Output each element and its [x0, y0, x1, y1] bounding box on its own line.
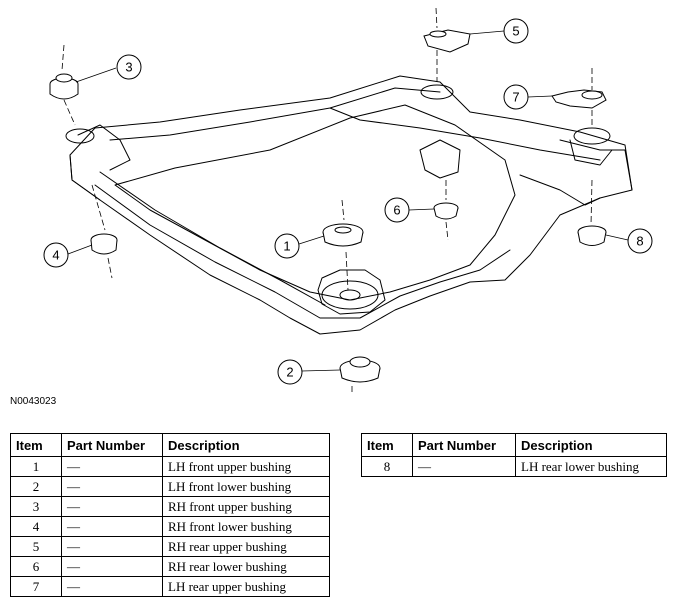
bushing-item-6 — [433, 202, 459, 220]
header-description: Description — [515, 433, 667, 457]
front-crossmember — [94, 184, 511, 319]
callout-label-2: 2 — [286, 365, 293, 380]
cell-part-number: — — [61, 456, 163, 477]
table-row: 5 — RH rear upper bushing — [10, 536, 330, 557]
cell-description: LH rear upper bushing — [162, 576, 330, 597]
table-header-row: Item Part Number Description — [10, 433, 330, 457]
table-row: 7 — LH rear upper bushing — [10, 576, 330, 597]
figure-id-label: N0043023 — [10, 396, 57, 407]
header-item: Item — [361, 433, 413, 457]
cell-part-number: — — [61, 476, 163, 497]
parts-table-right: Item Part Number Description 8 — LH rear… — [361, 433, 667, 477]
cell-part-number: — — [61, 576, 163, 597]
cell-description: LH front lower bushing — [162, 476, 330, 497]
cell-item: 7 — [10, 576, 62, 597]
cell-item: 4 — [10, 516, 62, 537]
subframe-diagram: 1 2 3 4 5 6 7 8 — [43, 7, 653, 395]
callout-label-4: 4 — [52, 248, 59, 263]
table-row: 8 — LH rear lower bushing — [361, 456, 667, 477]
parts-table-left: Item Part Number Description 1 — LH fron… — [10, 433, 330, 597]
callout-label-5: 5 — [512, 24, 519, 39]
subframe-outline — [69, 75, 633, 335]
callout-circle-1 — [274, 233, 300, 259]
cell-description: RH rear lower bushing — [162, 556, 330, 577]
table-row: 6 — RH rear lower bushing — [10, 556, 330, 577]
header-part-number: Part Number — [412, 433, 516, 457]
bushing-item-3 — [49, 73, 79, 100]
callout-label-7: 7 — [512, 90, 519, 105]
bushing-item-8 — [577, 225, 607, 246]
cell-item: 2 — [10, 476, 62, 497]
callout-label-3: 3 — [125, 60, 132, 75]
cell-part-number: — — [61, 536, 163, 557]
cell-item: 5 — [10, 536, 62, 557]
callout-circle-3 — [116, 54, 142, 80]
table-row: 1 — LH front upper bushing — [10, 456, 330, 477]
bushing-item-1 — [322, 223, 364, 247]
bushing-item-4 — [90, 233, 118, 255]
cell-description: RH front lower bushing — [162, 516, 330, 537]
cell-item: 3 — [10, 496, 62, 517]
table-row: 4 — RH front lower bushing — [10, 516, 330, 537]
table-row: 2 — LH front lower bushing — [10, 476, 330, 497]
callout-circle-4 — [43, 242, 69, 268]
callout-circle-2 — [277, 359, 303, 385]
bushing-item-2 — [339, 356, 381, 383]
bushing-item-5 — [423, 29, 471, 53]
callout-circle-6 — [384, 197, 410, 223]
header-item: Item — [10, 433, 62, 457]
cell-item: 1 — [10, 456, 62, 477]
cell-part-number: — — [412, 456, 516, 477]
callout-circle-5 — [503, 18, 529, 44]
rear-crossmember — [109, 87, 441, 141]
bushing-item-7 — [551, 89, 607, 109]
cell-part-number: — — [61, 516, 163, 537]
cell-description: RH rear upper bushing — [162, 536, 330, 557]
left-rail — [69, 154, 101, 201]
callout-label-1: 1 — [283, 239, 290, 254]
cell-description: RH front upper bushing — [162, 496, 330, 517]
callout-circle-8 — [627, 228, 653, 254]
cell-description: LH rear lower bushing — [515, 456, 667, 477]
table-header-row: Item Part Number Description — [361, 433, 667, 457]
header-description: Description — [162, 433, 330, 457]
callout-label-6: 6 — [393, 203, 400, 218]
cell-part-number: — — [61, 556, 163, 577]
callout-label-8: 8 — [636, 234, 643, 249]
callout-circle-7 — [503, 84, 529, 110]
header-part-number: Part Number — [61, 433, 163, 457]
cell-item: 6 — [10, 556, 62, 577]
table-row: 3 — RH front upper bushing — [10, 496, 330, 517]
cell-item: 8 — [361, 456, 413, 477]
cell-description: LH front upper bushing — [162, 456, 330, 477]
cell-part-number: — — [61, 496, 163, 517]
